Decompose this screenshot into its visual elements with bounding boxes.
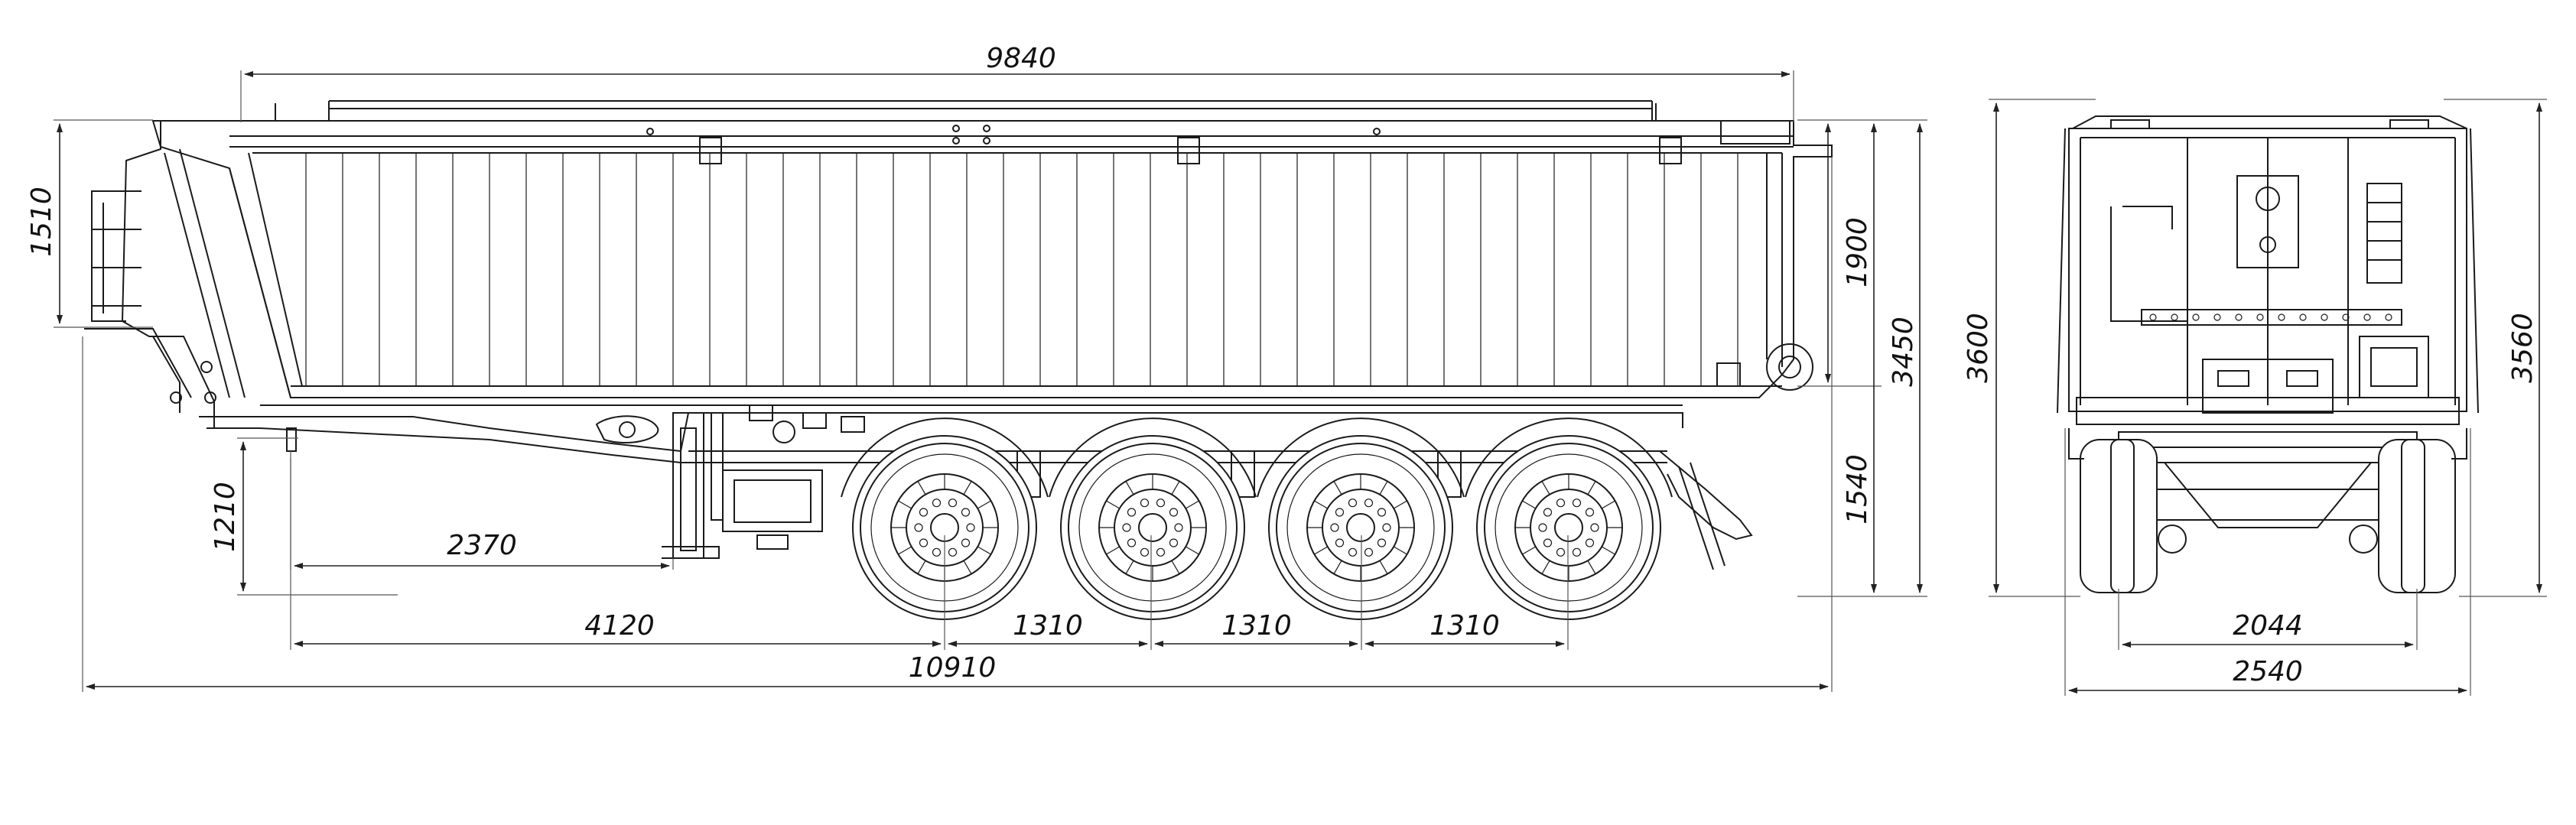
- dim-rear-wall-label: 1900: [1842, 217, 1873, 287]
- dim-overall-width-label: 2540: [2233, 656, 2303, 687]
- dim-deck-length: 9840: [240, 43, 1794, 122]
- tipper-body: [151, 120, 1833, 398]
- wheel-set: [841, 417, 1673, 620]
- dim-kingpin-height-label: 1210: [210, 482, 241, 552]
- wheel: [1049, 417, 1257, 620]
- dim-track-width-label: 2044: [2233, 610, 2303, 641]
- rear-view: 3600 3560 2044 2540: [1963, 99, 2547, 696]
- dim-frame-height-label: 1540: [1842, 454, 1873, 525]
- dim-landing-gear-label: 2370: [447, 530, 517, 561]
- dim-landing-gear: 2370: [290, 451, 674, 570]
- dim-axle-spacing: 4120 1310 1310 1310: [290, 459, 1569, 650]
- wheel: [1465, 417, 1673, 620]
- dim-rear-body-height-label: 3560: [2507, 313, 2539, 383]
- dim-kingpin-axle-label: 4120: [584, 610, 655, 641]
- dim-overall-length-label: 10910: [909, 652, 997, 684]
- dim-track-width: 2044: [2118, 589, 2418, 650]
- dim-overall-length: 10910: [82, 157, 1833, 692]
- dim-axle-1-label: 1310: [1013, 610, 1083, 641]
- dim-side-height: 1510: [26, 119, 153, 328]
- dim-rear-overall-height-label: 3600: [1963, 313, 1994, 383]
- front-ladder: [84, 121, 246, 428]
- dim-kingpin-height: 1210: [210, 437, 398, 596]
- side-view: 9840 1510 1900 3450 1540 1210: [26, 43, 1927, 692]
- dim-deck-length-label: 9840: [986, 43, 1056, 74]
- dim-axle-3-label: 1310: [1429, 610, 1500, 641]
- dim-rear-body-height: 3560: [2444, 99, 2547, 597]
- dim-total-height-label: 3450: [1888, 317, 1919, 387]
- wheel: [1257, 417, 1465, 620]
- dim-overall-width: 2540: [2064, 428, 2471, 696]
- dim-side-height-label: 1510: [26, 187, 57, 257]
- dim-right-heights: 1900 3450 1540: [1797, 119, 1927, 597]
- dim-axle-2-label: 1310: [1221, 610, 1292, 641]
- top-rail: [275, 100, 1657, 121]
- dim-rear-overall-height: 3600: [1963, 99, 2096, 597]
